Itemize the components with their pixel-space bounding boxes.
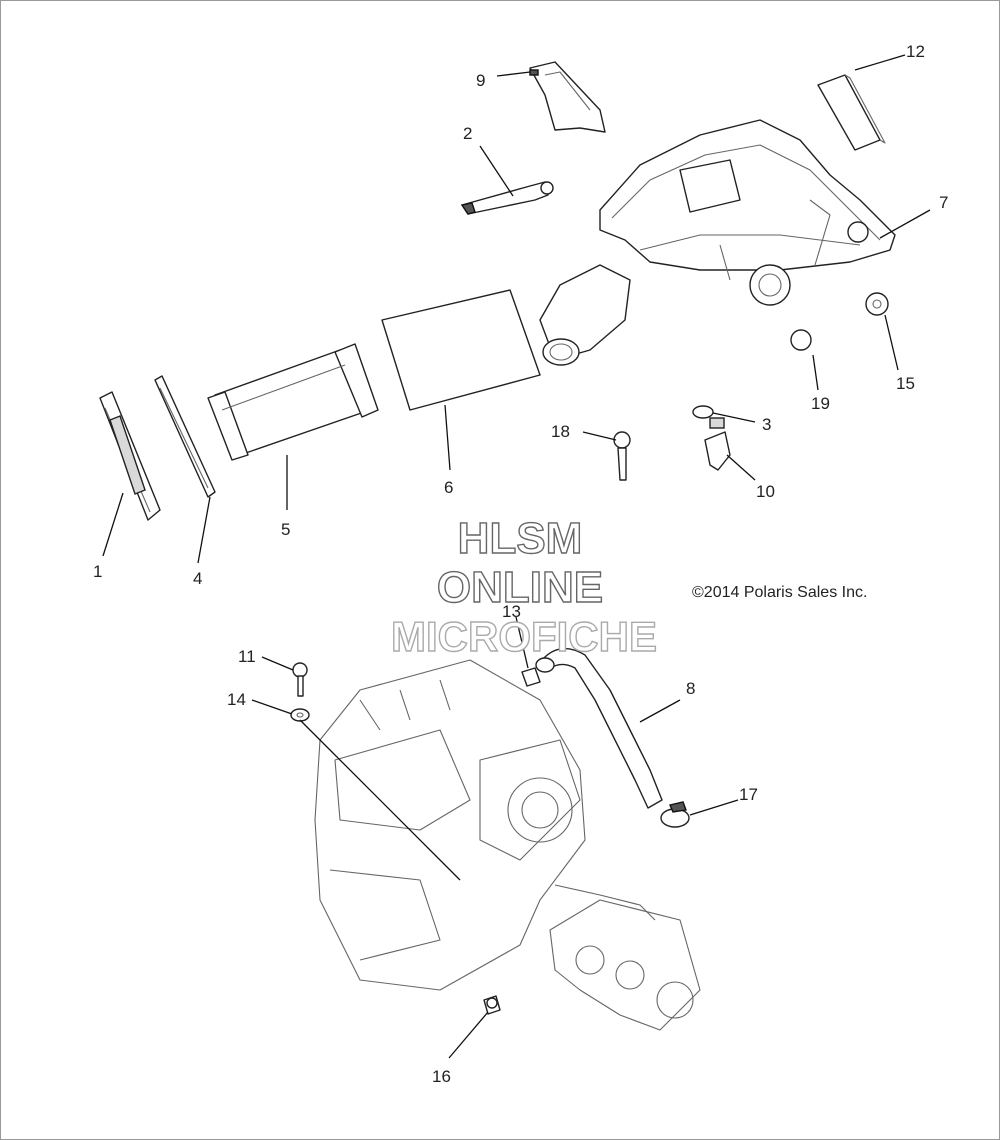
drain-valve-part[interactable] <box>704 417 731 471</box>
callout-4: 4 <box>193 569 202 588</box>
grommet-19-part[interactable] <box>790 329 812 351</box>
airbox-housing-part[interactable] <box>539 119 896 366</box>
copyright-text: ©2014 Polaris Sales Inc. <box>692 584 867 601</box>
gasket-part[interactable] <box>154 375 216 498</box>
panel-filter-part[interactable] <box>381 289 541 411</box>
callout-13: 13 <box>502 602 521 621</box>
callout-15: 15 <box>896 374 915 393</box>
engine-block-part[interactable] <box>314 659 701 1031</box>
callout-18: 18 <box>551 422 570 441</box>
callout-7: 7 <box>939 193 948 212</box>
watermark: HLSM ONLINE MICROFICHE <box>390 513 657 660</box>
callout-10: 10 <box>756 482 775 501</box>
leader-lines <box>102 54 931 1059</box>
filter-cover-part[interactable] <box>99 391 161 521</box>
callout-3: 3 <box>762 415 771 434</box>
oring-part[interactable] <box>692 405 714 419</box>
bracket-part[interactable] <box>529 61 606 133</box>
callout-11: 11 <box>238 647 256 666</box>
callout-5: 5 <box>281 520 290 539</box>
cylinder-filter-part[interactable] <box>207 343 379 461</box>
washer-14-part[interactable] <box>290 708 310 722</box>
callout-1: 1 <box>93 562 102 581</box>
watermark-line-1: HLSM <box>458 514 583 563</box>
callout-2: 2 <box>463 124 472 143</box>
bolt-16-part[interactable] <box>483 995 501 1015</box>
callout-6: 6 <box>444 478 453 497</box>
callout-12: 12 <box>906 42 925 61</box>
callout-8: 8 <box>686 679 695 698</box>
callout-19: 19 <box>811 394 830 413</box>
grommet-13-part[interactable] <box>521 667 541 687</box>
washer-15-part[interactable] <box>865 292 889 316</box>
watermark-line-3: MICROFICHE <box>391 613 657 660</box>
breather-hose-part[interactable] <box>535 647 663 809</box>
callout-17: 17 <box>739 785 758 804</box>
callout-labels: 1 2 3 4 5 6 7 8 9 10 11 12 13 14 15 16 1… <box>93 42 948 1086</box>
bolt-11-part[interactable] <box>292 662 308 697</box>
callout-9: 9 <box>476 71 485 90</box>
callout-14: 14 <box>227 690 246 709</box>
foam-pad-part[interactable] <box>817 74 886 151</box>
hose-clamp-18-part[interactable] <box>613 431 631 481</box>
watermark-line-2: ONLINE <box>437 563 603 612</box>
clip-part[interactable] <box>460 181 554 215</box>
clamp-17-part[interactable] <box>660 801 690 828</box>
callout-16: 16 <box>432 1067 451 1086</box>
